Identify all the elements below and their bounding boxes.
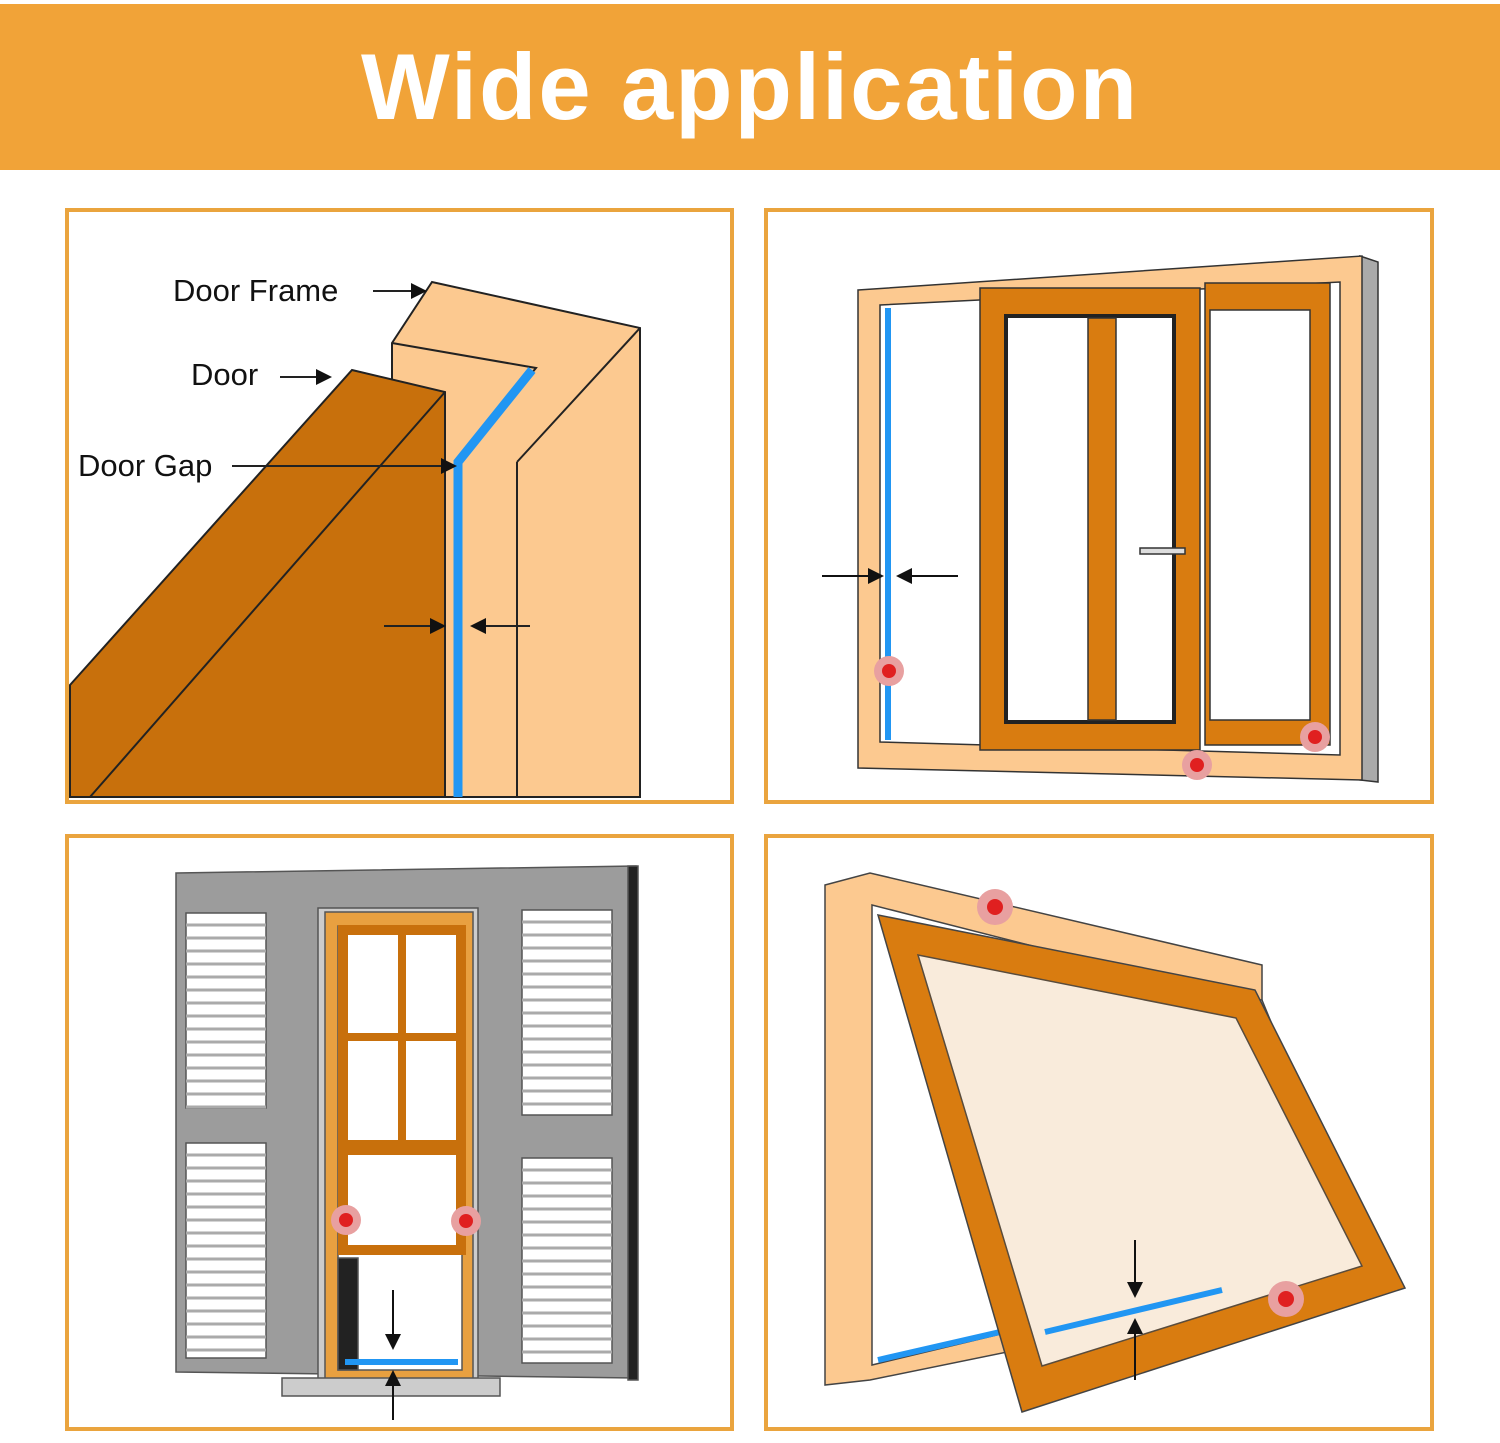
- panel-door: [65, 208, 734, 804]
- shuttered-window-illustration: [175, 865, 639, 1420]
- panel-sliding-window: [764, 208, 1434, 804]
- marker-dots: [331, 1205, 481, 1236]
- seal-strip: [1044, 1287, 1223, 1335]
- page-title: Wide application: [361, 34, 1139, 139]
- seal-strip: [453, 367, 536, 797]
- label-door-gap: Door Gap: [78, 448, 213, 483]
- panel-shuttered-window: [65, 834, 734, 1431]
- sliding-window-illustration: [822, 254, 1379, 783]
- door-panel: [69, 368, 446, 798]
- panel-awning-window: [764, 834, 1434, 1431]
- left-shutter: [185, 912, 267, 1359]
- marker-dots: [977, 889, 1304, 1317]
- label-door: Door: [191, 357, 259, 392]
- marker-dots: [874, 656, 1330, 780]
- door-illustration: [69, 280, 641, 798]
- label-door-frame: Door Frame: [173, 273, 339, 308]
- awning-window-illustration: [824, 872, 1407, 1413]
- header-banner: Wide application: [0, 4, 1500, 170]
